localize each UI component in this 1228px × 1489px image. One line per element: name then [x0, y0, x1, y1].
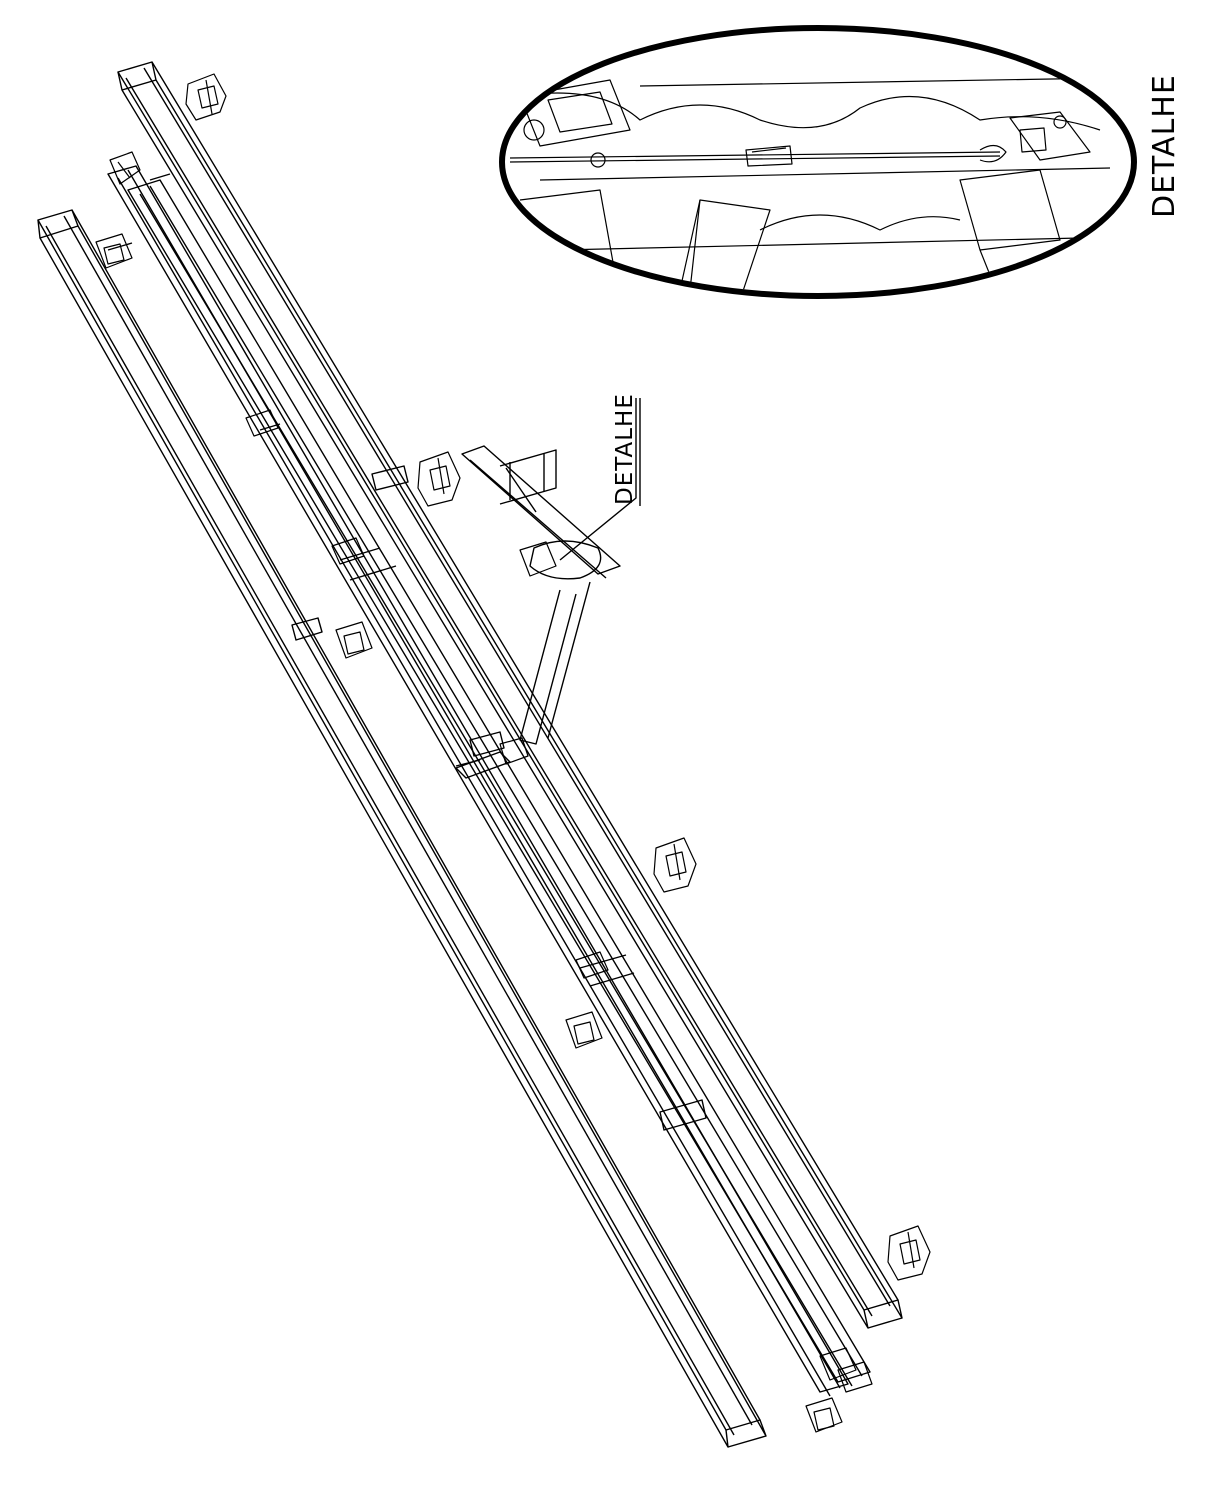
- bracket: [109, 151, 141, 185]
- detail-view: [499, 25, 1137, 299]
- rail-outer-right: [117, 61, 903, 1329]
- bracket: [335, 621, 373, 659]
- bracket: [819, 1347, 857, 1381]
- bracket: [331, 537, 365, 565]
- detail-leader-line: [559, 398, 641, 561]
- bracket: [95, 233, 133, 269]
- bracket: [245, 409, 279, 437]
- bracket: [499, 737, 529, 765]
- rail-inner-right: [127, 179, 871, 1387]
- bracket: [887, 1225, 931, 1281]
- bracket: [837, 1361, 873, 1393]
- bracket: [417, 451, 461, 507]
- bracket: [565, 1011, 603, 1049]
- detail-callout-label: DETALHE: [612, 393, 638, 505]
- cross-braces: [107, 173, 635, 987]
- rail-outer-left: [37, 209, 767, 1448]
- bracket: [805, 1397, 843, 1433]
- bracket: [653, 837, 697, 893]
- mounting-brackets: [95, 73, 931, 1433]
- bracket: [185, 73, 227, 121]
- bracket: [519, 541, 557, 577]
- detail-frame: [499, 25, 1137, 299]
- side-support-frame: [455, 445, 621, 779]
- detail-title-label: DETALHE: [1147, 74, 1182, 218]
- bracket: [575, 951, 609, 979]
